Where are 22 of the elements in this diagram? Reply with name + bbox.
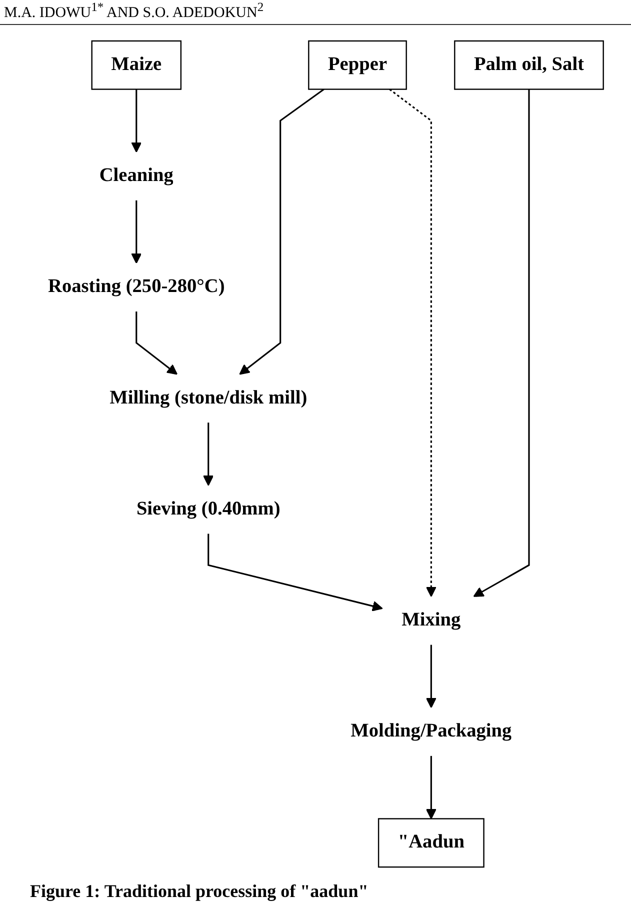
step-label: Cleaning — [98, 165, 173, 186]
arrow — [472, 89, 530, 597]
running-header: M.A. IDOWU$^{1*}$ AND S.O. ADEDOKUN$^{2}$ — [4, 0, 264, 22]
arrow — [238, 88, 324, 375]
process-box: Maize — [90, 40, 182, 90]
arrow — [202, 422, 214, 486]
dotted-arrow — [388, 88, 436, 597]
process-box: Palm oil, Salt — [454, 40, 604, 90]
arrow — [130, 89, 142, 153]
arrow — [130, 200, 142, 264]
step-label: Roasting (250-280°C) — [47, 276, 224, 297]
step-label: Sieving (0.40mm) — [136, 498, 280, 520]
step-label: Milling (stone/disk mill) — [109, 388, 307, 408]
arrow — [207, 534, 382, 612]
process-box: "Aadun — [377, 818, 484, 868]
arrow — [425, 756, 436, 820]
arrow — [425, 644, 436, 708]
figure-caption: Figure 1: Traditional processing of "aadun" — [30, 881, 368, 902]
step-label: Mixing — [401, 610, 460, 630]
process-box: Pepper — [308, 40, 406, 90]
arrow — [135, 312, 178, 375]
step-label: Molding/Packaging — [350, 720, 512, 742]
